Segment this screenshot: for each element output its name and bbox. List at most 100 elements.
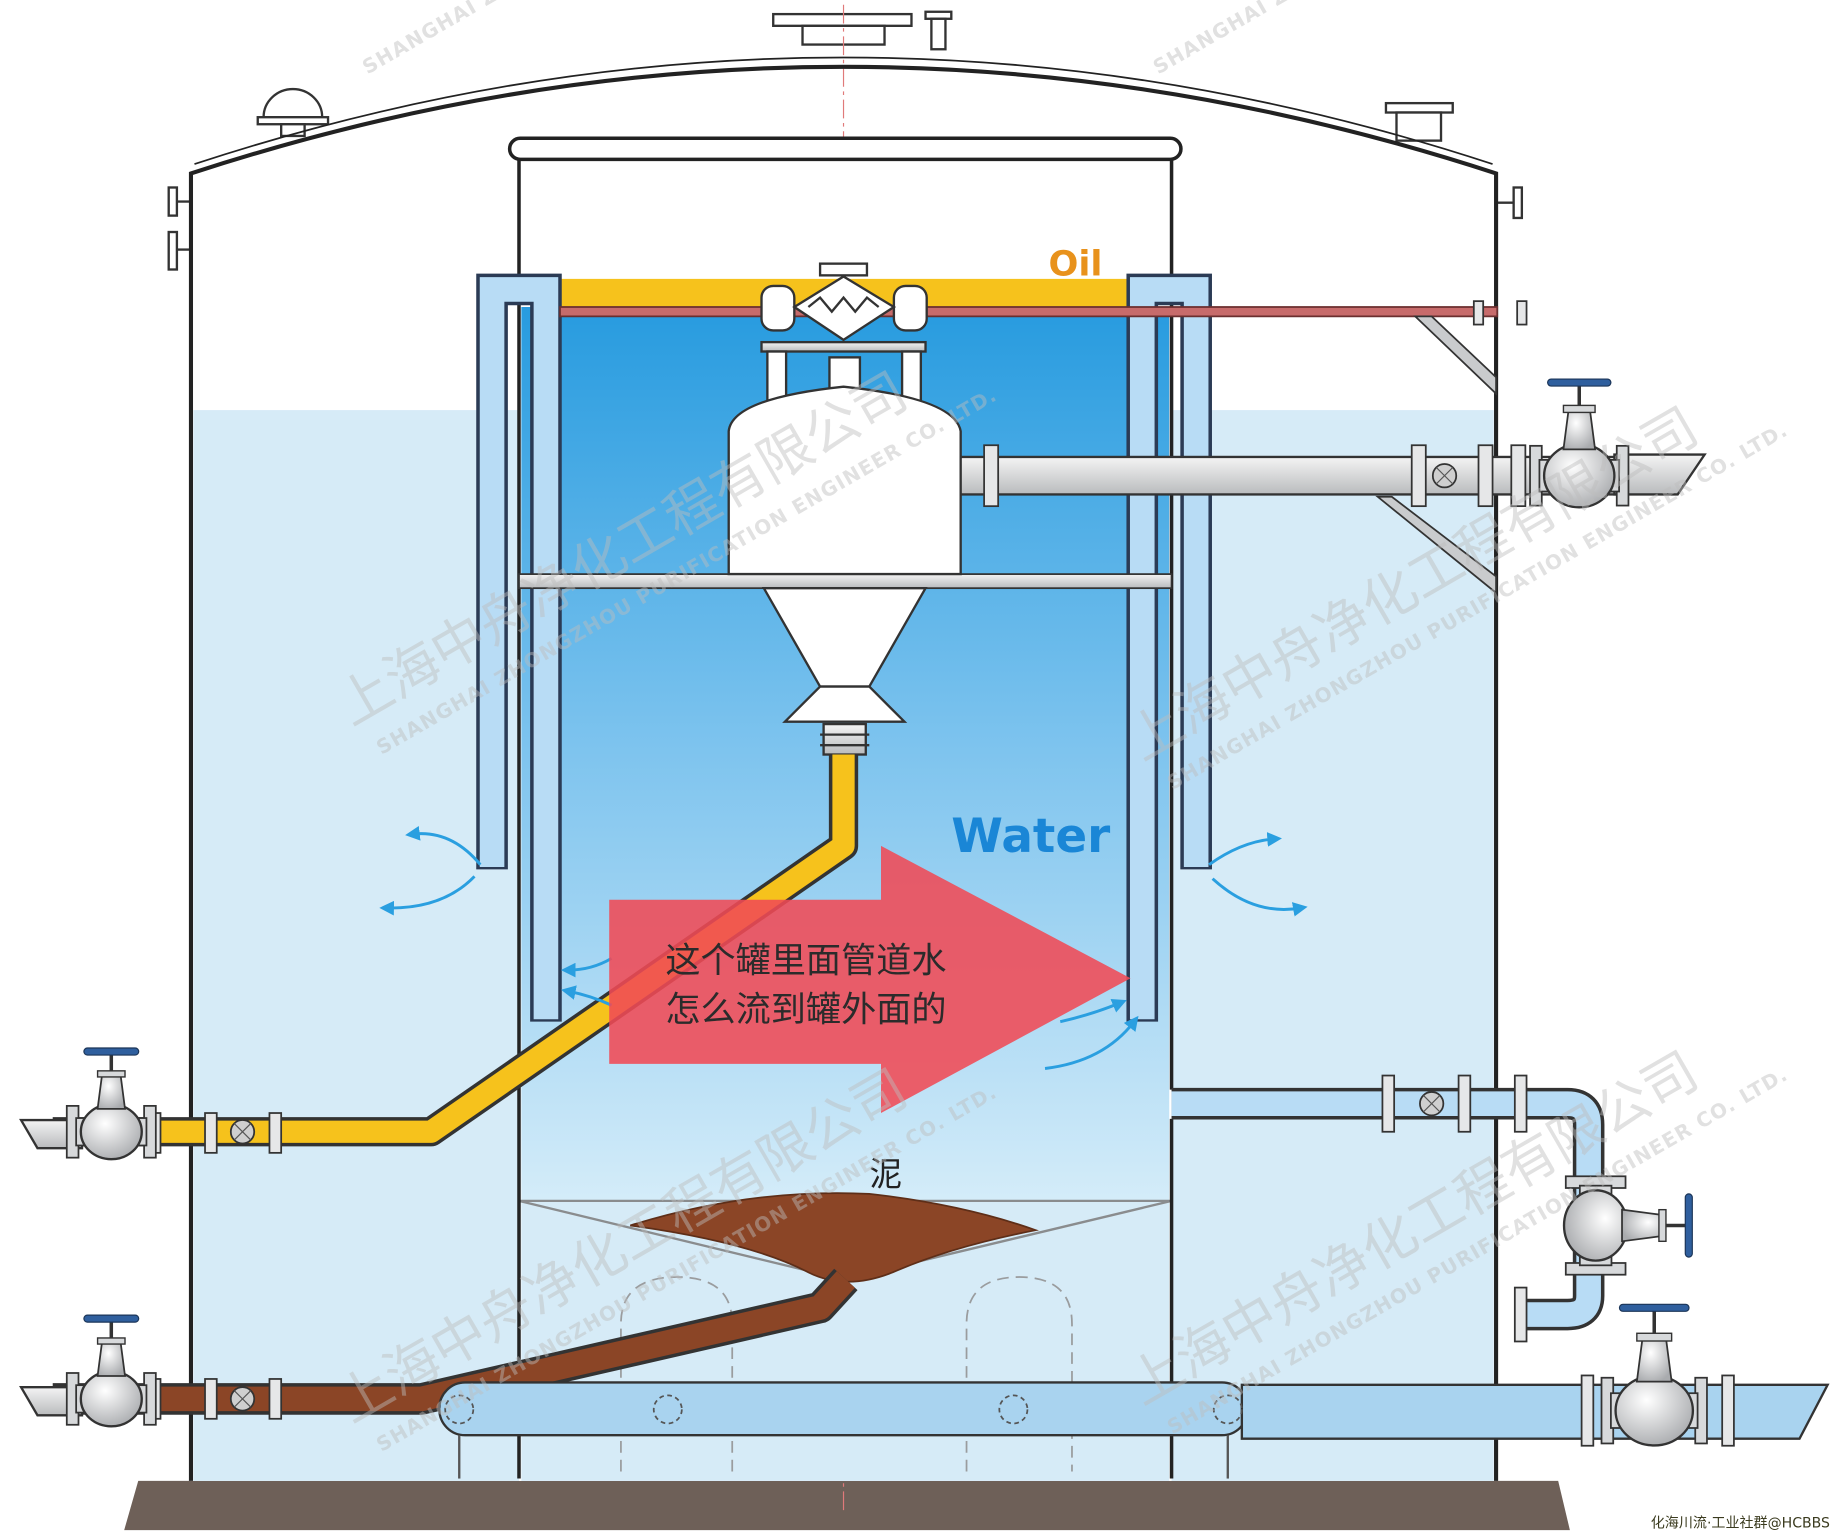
pipe-flange [1472, 300, 1485, 326]
vent-neck [930, 17, 947, 51]
valve-body [1614, 1374, 1695, 1447]
fittings-layer [65, 300, 1735, 1447]
valve-handwheel-icon [1547, 378, 1612, 387]
pipe-flange [1721, 1374, 1735, 1447]
sight-glass-hatch [233, 1123, 252, 1141]
treated-water-pipe [959, 455, 1618, 496]
watermark: SHANGHAI ZHONGZHOU PURIFICATION ENGINEER… [1149, 0, 1778, 79]
pipe-flange [1410, 444, 1427, 508]
cyclone-top-zigzag [807, 295, 880, 314]
tank-foundation [124, 1480, 1570, 1531]
sight-glass [1419, 1091, 1445, 1117]
valve-handwheel-icon [1684, 1193, 1693, 1258]
bottom-outlet-valve [1600, 1303, 1708, 1447]
left-u-tube [476, 273, 562, 1022]
pipe-flange [1457, 1074, 1472, 1133]
right-u-tube [1126, 273, 1212, 1022]
valve-bonnet [1562, 408, 1597, 451]
pipe-flange [1381, 1074, 1396, 1133]
flow-arrow [405, 826, 482, 866]
left-u-tube-inner [479, 277, 559, 1020]
cyclone-right-cap [892, 284, 928, 332]
valve-bonnet [96, 1073, 127, 1110]
top-nozzles [167, 10, 1524, 271]
credit-text: 化海川流·工业社群@HCBBS [1651, 1516, 1830, 1532]
oil-skimmer-pipe [559, 306, 1499, 318]
valve-handwheel-icon [83, 1314, 140, 1323]
pipe-flange [1510, 444, 1527, 508]
valve-bonnet [1635, 1336, 1673, 1383]
water-label: Water [951, 810, 1110, 864]
treated-water-valve [1529, 378, 1630, 509]
flow-arrow [1059, 998, 1127, 1024]
pipe-flange [1477, 444, 1494, 508]
watermark-en: SHANGHAI ZHONGZHOU PURIFICATION ENGINEER… [1149, 0, 1778, 79]
pipe-flange [1513, 1286, 1528, 1343]
flow-arrows [379, 826, 1308, 1070]
valve-body [79, 1103, 143, 1161]
cyclone-outlet-flare [782, 685, 908, 723]
valve-handwheel-icon [1618, 1303, 1690, 1312]
inner-cylinder-lid [507, 136, 1183, 162]
outer-tank-dome-rim [194, 56, 1493, 165]
right-u-tube-inner [1129, 277, 1209, 1020]
manhole-flange [772, 12, 913, 27]
sight-glass-hatch [1435, 467, 1454, 485]
valve-yoke [1562, 404, 1596, 414]
mud-sediment [630, 1192, 1039, 1283]
valve-yoke [1636, 1332, 1673, 1342]
pipe-flange [204, 1378, 218, 1420]
sight-glass [1431, 463, 1458, 489]
mud-drain-valve [65, 1314, 157, 1428]
hydrocyclone [727, 262, 962, 756]
distribution-hole [652, 1394, 683, 1425]
valve-yoke [96, 1337, 126, 1345]
left-side-nozzle-upper [167, 186, 179, 217]
flow-arrow [379, 875, 476, 916]
flow-arrow [560, 957, 613, 978]
distribution-hole [1212, 1394, 1243, 1425]
valve-yoke [96, 1070, 126, 1078]
right-side-nozzle [1512, 186, 1524, 220]
pipe-flange [983, 444, 1000, 508]
valve-yoke [1658, 1208, 1667, 1243]
pipe-flange [1580, 1374, 1595, 1447]
distribution-hole [998, 1394, 1029, 1425]
oil-label: Oil [1049, 243, 1103, 284]
sight-glass [229, 1386, 256, 1412]
right-nozzle-flange [1384, 101, 1454, 114]
left-side-nozzle-lower [167, 230, 179, 271]
pipe-flange [204, 1112, 218, 1154]
flow-arrow [1208, 832, 1282, 866]
pipe-bracket-lower [1375, 495, 1497, 595]
sight-glass [229, 1119, 256, 1145]
feed-inlet-valve [65, 1047, 157, 1161]
flow-arrow [561, 985, 613, 1007]
cyclone-support-bar [760, 340, 927, 353]
question-line-2: 怎么流到罐外面的 [665, 990, 946, 1031]
question-line-1: 这个罐里面管道水 [665, 940, 946, 981]
valve-body [79, 1370, 143, 1428]
pipe-flange [268, 1378, 283, 1420]
sight-glass-hatch [1423, 1095, 1441, 1113]
mud-label: 泥 [869, 1156, 902, 1194]
flow-arrow [1211, 877, 1308, 917]
pipe-flange [1516, 300, 1528, 326]
support-arch-right [965, 1276, 1073, 1472]
sight-glass-hatch [233, 1390, 252, 1408]
bottom-outlet-pipe [1240, 1383, 1830, 1440]
distribution-hole [444, 1394, 475, 1425]
valve-bonnet [96, 1340, 127, 1377]
breather-cap [262, 87, 324, 119]
bottom-distribution-pipe [438, 1381, 1249, 1437]
cyclone-top-diamond [792, 275, 897, 342]
cyclone-outlet-neck [822, 722, 867, 756]
support-arch-left [620, 1276, 734, 1472]
cone-left-slope [518, 1199, 844, 1281]
cyclone-top-fitting [818, 262, 869, 277]
valve-bonnet [1621, 1208, 1664, 1243]
pipe-flange [1513, 1074, 1528, 1133]
right-nozzle-neck [1395, 111, 1443, 142]
valve-handwheel-icon [83, 1047, 140, 1056]
